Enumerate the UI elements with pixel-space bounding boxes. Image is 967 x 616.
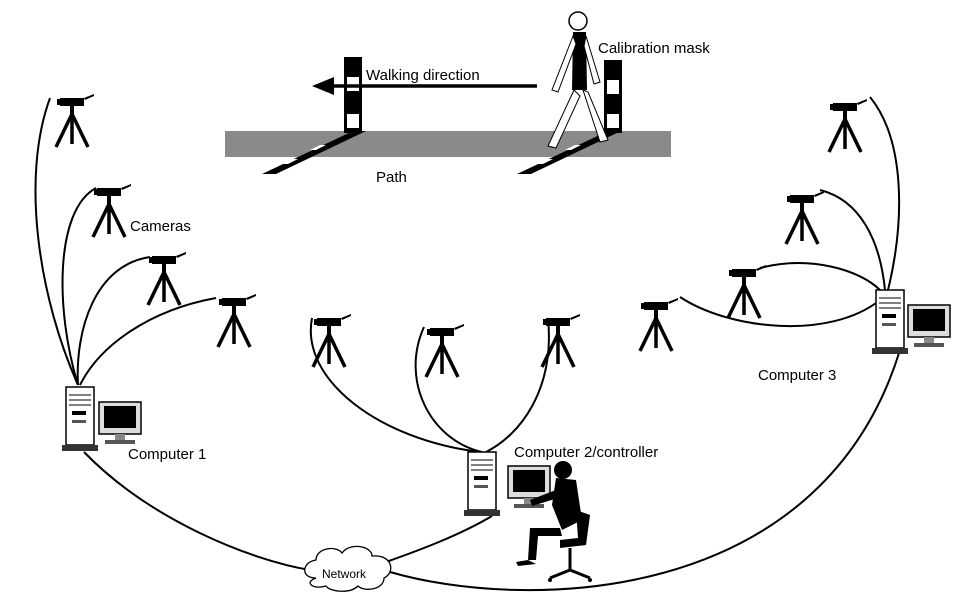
computer-3-label: Computer 3 bbox=[758, 367, 836, 384]
tripod-camera-icon bbox=[91, 182, 133, 239]
tripod-camera-icon bbox=[54, 92, 96, 149]
computer-1 bbox=[61, 386, 142, 452]
monitor-icon bbox=[98, 401, 142, 445]
calibration-post-left bbox=[344, 57, 362, 133]
calibration-post-right bbox=[604, 60, 622, 133]
computer-2-label: Computer 2/controller bbox=[514, 444, 658, 461]
path-label: Path bbox=[376, 169, 407, 186]
tripod-camera-icon bbox=[638, 296, 680, 353]
tripod-camera-icon bbox=[726, 263, 768, 320]
tripod-camera-icon bbox=[424, 322, 466, 379]
computer-1-label: Computer 1 bbox=[128, 446, 206, 463]
monitor-icon bbox=[907, 304, 951, 348]
walking-direction-label: Walking direction bbox=[366, 67, 480, 84]
desktop-computer-icon bbox=[463, 451, 501, 517]
tripod-camera-icon bbox=[216, 292, 258, 349]
walking-direction-arrow bbox=[312, 77, 537, 95]
walking-person-icon bbox=[547, 11, 609, 149]
tripod-camera-icon bbox=[784, 189, 826, 246]
tripod-camera-icon bbox=[827, 97, 869, 154]
network-cloud-icon bbox=[304, 545, 392, 592]
desktop-computer-icon bbox=[61, 386, 99, 452]
desktop-computer-icon bbox=[871, 289, 909, 355]
calibration-mask-label: Calibration mask bbox=[598, 40, 710, 57]
walking-path bbox=[225, 131, 671, 174]
computer-3 bbox=[871, 289, 951, 355]
tripod-camera-icon bbox=[540, 312, 582, 369]
seated-operator-icon bbox=[516, 461, 592, 582]
tripod-camera-icon bbox=[311, 312, 353, 369]
computer-2 bbox=[463, 451, 551, 517]
tripod-camera-icon bbox=[146, 250, 188, 307]
network-label: Network bbox=[322, 567, 367, 581]
cameras-label: Cameras bbox=[130, 218, 191, 235]
camera-cables bbox=[34, 96, 901, 592]
